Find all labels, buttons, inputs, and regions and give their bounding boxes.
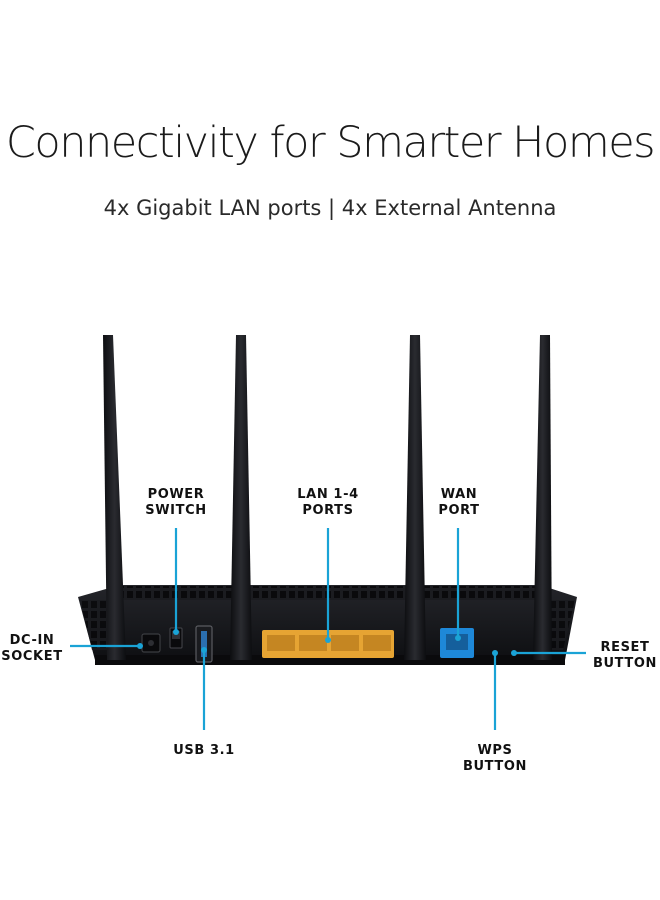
subheadline: 4x Gigabit LAN ports | 4x External Anten… (103, 196, 557, 220)
router-rear-panel-illustration (70, 335, 586, 730)
usb-callout-dot (201, 647, 207, 653)
callout-lines (70, 528, 586, 730)
wan-callout-dot (455, 635, 461, 641)
reset-callout-dot (511, 650, 517, 656)
lan-ports (262, 630, 394, 658)
lan-ports-label: LAN 1-4 PORTS (297, 487, 359, 518)
power-switch-callout-dot (173, 629, 179, 635)
power-switch-label: POWER SWITCH (145, 487, 207, 518)
wps-label: WPS BUTTON (462, 743, 528, 774)
wps-callout-dot (492, 650, 498, 656)
antenna-3 (404, 335, 426, 660)
dc-in-socket (141, 633, 161, 653)
antenna-1 (103, 335, 126, 660)
callout-dots (137, 629, 517, 656)
dc-in-callout-dot (137, 643, 143, 649)
antenna-2 (230, 335, 252, 660)
usb-label: USB 3.1 (173, 743, 235, 758)
wan-port (440, 628, 474, 658)
dc-in-label: DC-IN SOCKET (1, 633, 63, 664)
lan-callout-dot (325, 637, 331, 643)
headline: Connectivity for Smarter Homes (5, 118, 656, 168)
wan-port-label: WAN PORT (438, 487, 480, 518)
antenna-4 (533, 335, 552, 660)
reset-label: RESET BUTTON (592, 640, 658, 671)
